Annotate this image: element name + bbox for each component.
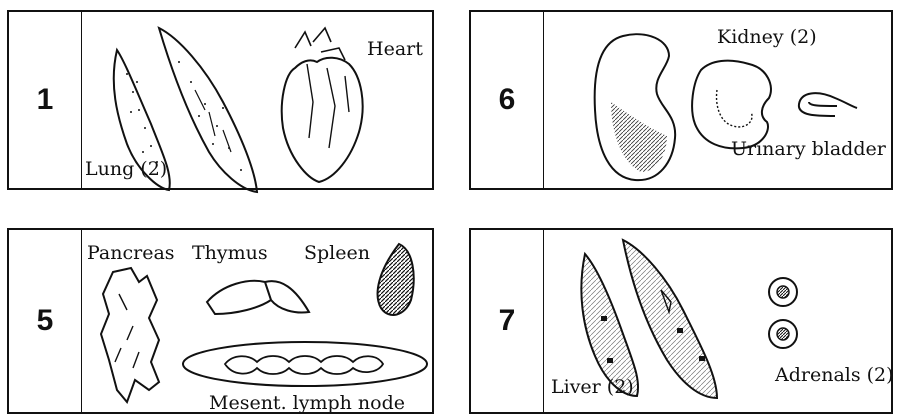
mesent-lymph-node-chain-drawing: [225, 356, 383, 374]
mesent-lymph-node-outer-drawing: [183, 342, 427, 386]
spleen-label: Spleen: [304, 244, 370, 263]
pancreas-label: Pancreas: [87, 244, 175, 263]
heart-label: Heart: [367, 40, 423, 59]
lung-right-drawing: [159, 28, 257, 192]
cassette-panel-7: 7 Liver (2) Adrenals (2): [469, 228, 893, 414]
heart-drawing: [282, 58, 363, 182]
panel-7-organs: [471, 230, 895, 416]
panel-6-organs: [471, 12, 895, 192]
urinary-bladder-drawing: [799, 93, 857, 116]
mesent-lymph-node-label: Mesent. lymph node: [209, 394, 405, 413]
spleen-drawing: [378, 244, 414, 315]
kidney-label: Kidney (2): [717, 28, 817, 47]
pancreas-drawing: [101, 268, 159, 402]
liver-lobe-left-drawing: [581, 254, 638, 396]
lung-label: Lung (2): [85, 160, 167, 179]
cassette-panel-1: 1 Heart Lung (2): [7, 10, 434, 190]
urinary-bladder-label: Urinary bladder: [731, 140, 886, 159]
liver-label: Liver (2): [551, 378, 634, 397]
thymus-drawing: [207, 281, 309, 314]
kidney-2-drawing: [692, 61, 771, 149]
thymus-label: Thymus: [192, 244, 268, 263]
cassette-panel-6: 6 Kidney (2) Urinary bladder: [469, 10, 893, 190]
cassette-panel-5: 5 Pancreas Thymus Spleen Mesent. lymph n…: [7, 228, 434, 414]
adrenals-label: Adrenals (2): [775, 366, 894, 385]
